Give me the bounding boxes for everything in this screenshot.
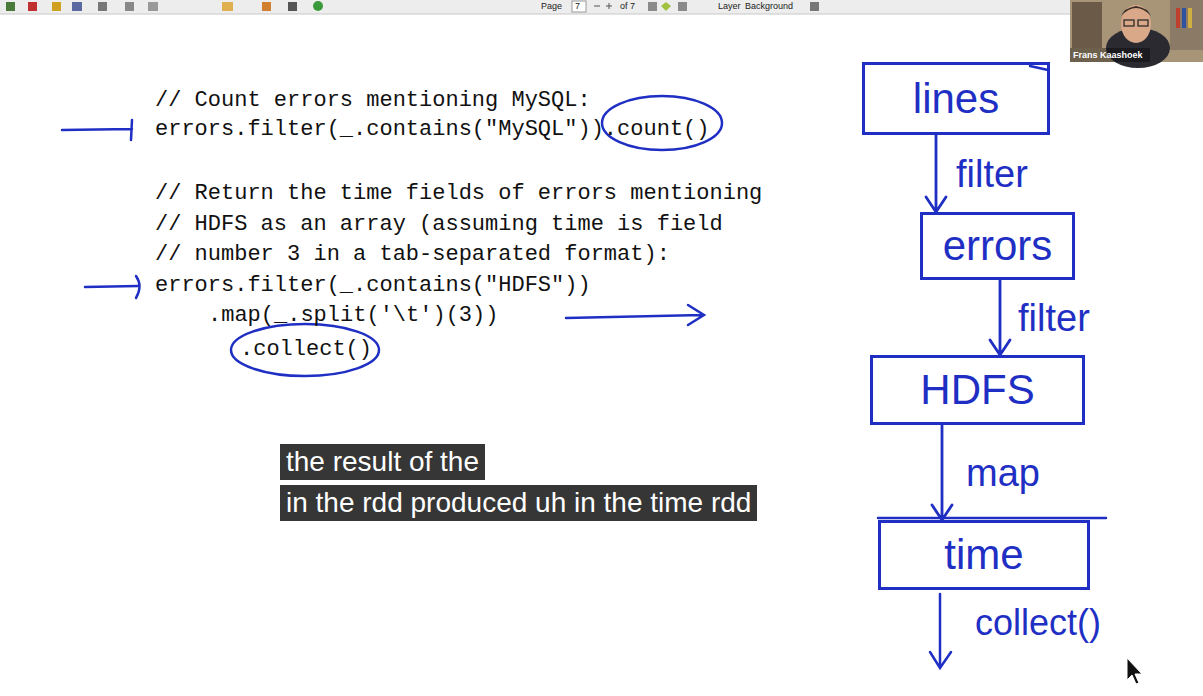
webcam-thumbnail xyxy=(1070,0,1203,68)
rdd-name: errors xyxy=(943,222,1053,270)
page-number: 7 xyxy=(575,1,580,12)
edge-label: filter xyxy=(956,152,1028,196)
rdd-name: HDFS xyxy=(920,366,1034,414)
rdd-box: lines xyxy=(862,62,1050,135)
rdd-box: errors xyxy=(920,212,1075,280)
mouse-cursor xyxy=(1127,658,1142,684)
toolbar-text: Layer xyxy=(718,1,741,12)
rdd-box: HDFS xyxy=(870,355,1085,425)
rdd-name: time xyxy=(944,531,1023,579)
code-line: errors.filter(_.contains("HDFS")) xyxy=(155,273,591,299)
subtitle-line: in the rdd produced uh in the time rdd xyxy=(280,485,757,521)
flow-arrow xyxy=(926,135,946,212)
code-comment: // number 3 in a tab-separated format): xyxy=(155,242,670,268)
toolbar-border xyxy=(0,14,1070,15)
code-line: .map(_.split('\t')(3)) xyxy=(208,303,498,329)
toolbar-text: of 7 xyxy=(620,1,635,12)
toolbar xyxy=(0,0,1203,14)
flow-arrow xyxy=(990,280,1010,355)
participant-name: Frans Kaashoek xyxy=(1073,50,1143,61)
rdd-name: lines xyxy=(913,75,999,123)
toolbar-text: Page xyxy=(541,1,562,12)
toolbar-icons xyxy=(6,1,819,12)
action-label: collect() xyxy=(975,602,1101,644)
code-comment: // HDFS as an array (assuming time is fi… xyxy=(155,212,723,238)
code-comment: // Count errors mentioning MySQL: xyxy=(155,88,591,114)
edge-label: filter xyxy=(1018,296,1090,340)
rdd-box: time xyxy=(878,520,1090,590)
layer-name: Background xyxy=(745,1,793,12)
code-line: .collect() xyxy=(240,337,372,363)
code-line: errors.filter(_.contains("MySQL")).count… xyxy=(155,117,710,143)
subtitle-line: the result of the xyxy=(280,444,485,480)
ink-annotations xyxy=(62,66,1106,668)
flow-arrow xyxy=(932,425,952,520)
code-comment: // Return the time fields of errors ment… xyxy=(155,181,762,207)
edge-label: map xyxy=(966,451,1040,495)
